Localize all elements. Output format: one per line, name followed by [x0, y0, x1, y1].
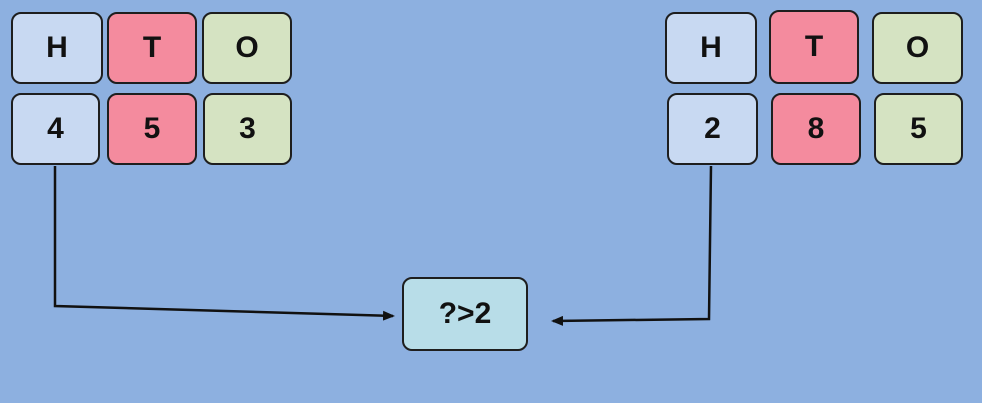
left-hundreds-digit: 4 [11, 93, 100, 165]
left-hundreds-header: H [11, 12, 103, 84]
right-hundreds-arrow [551, 165, 713, 326]
left-ones-digit: 3 [203, 93, 292, 165]
left-hundreds-arrow [53, 166, 395, 321]
left-tens-header: T [107, 12, 197, 84]
right-tens-header: T [769, 10, 859, 84]
right-ones-header: O [872, 12, 963, 84]
left-tens-digit: 5 [107, 93, 197, 165]
left-ones-header: O [202, 12, 292, 84]
right-tens-digit: 8 [771, 93, 861, 165]
right-hundreds-header: H [665, 12, 757, 84]
right-hundreds-digit: 2 [667, 93, 758, 165]
comparison-box: ?>2 [402, 277, 528, 351]
right-ones-digit: 5 [874, 93, 963, 165]
